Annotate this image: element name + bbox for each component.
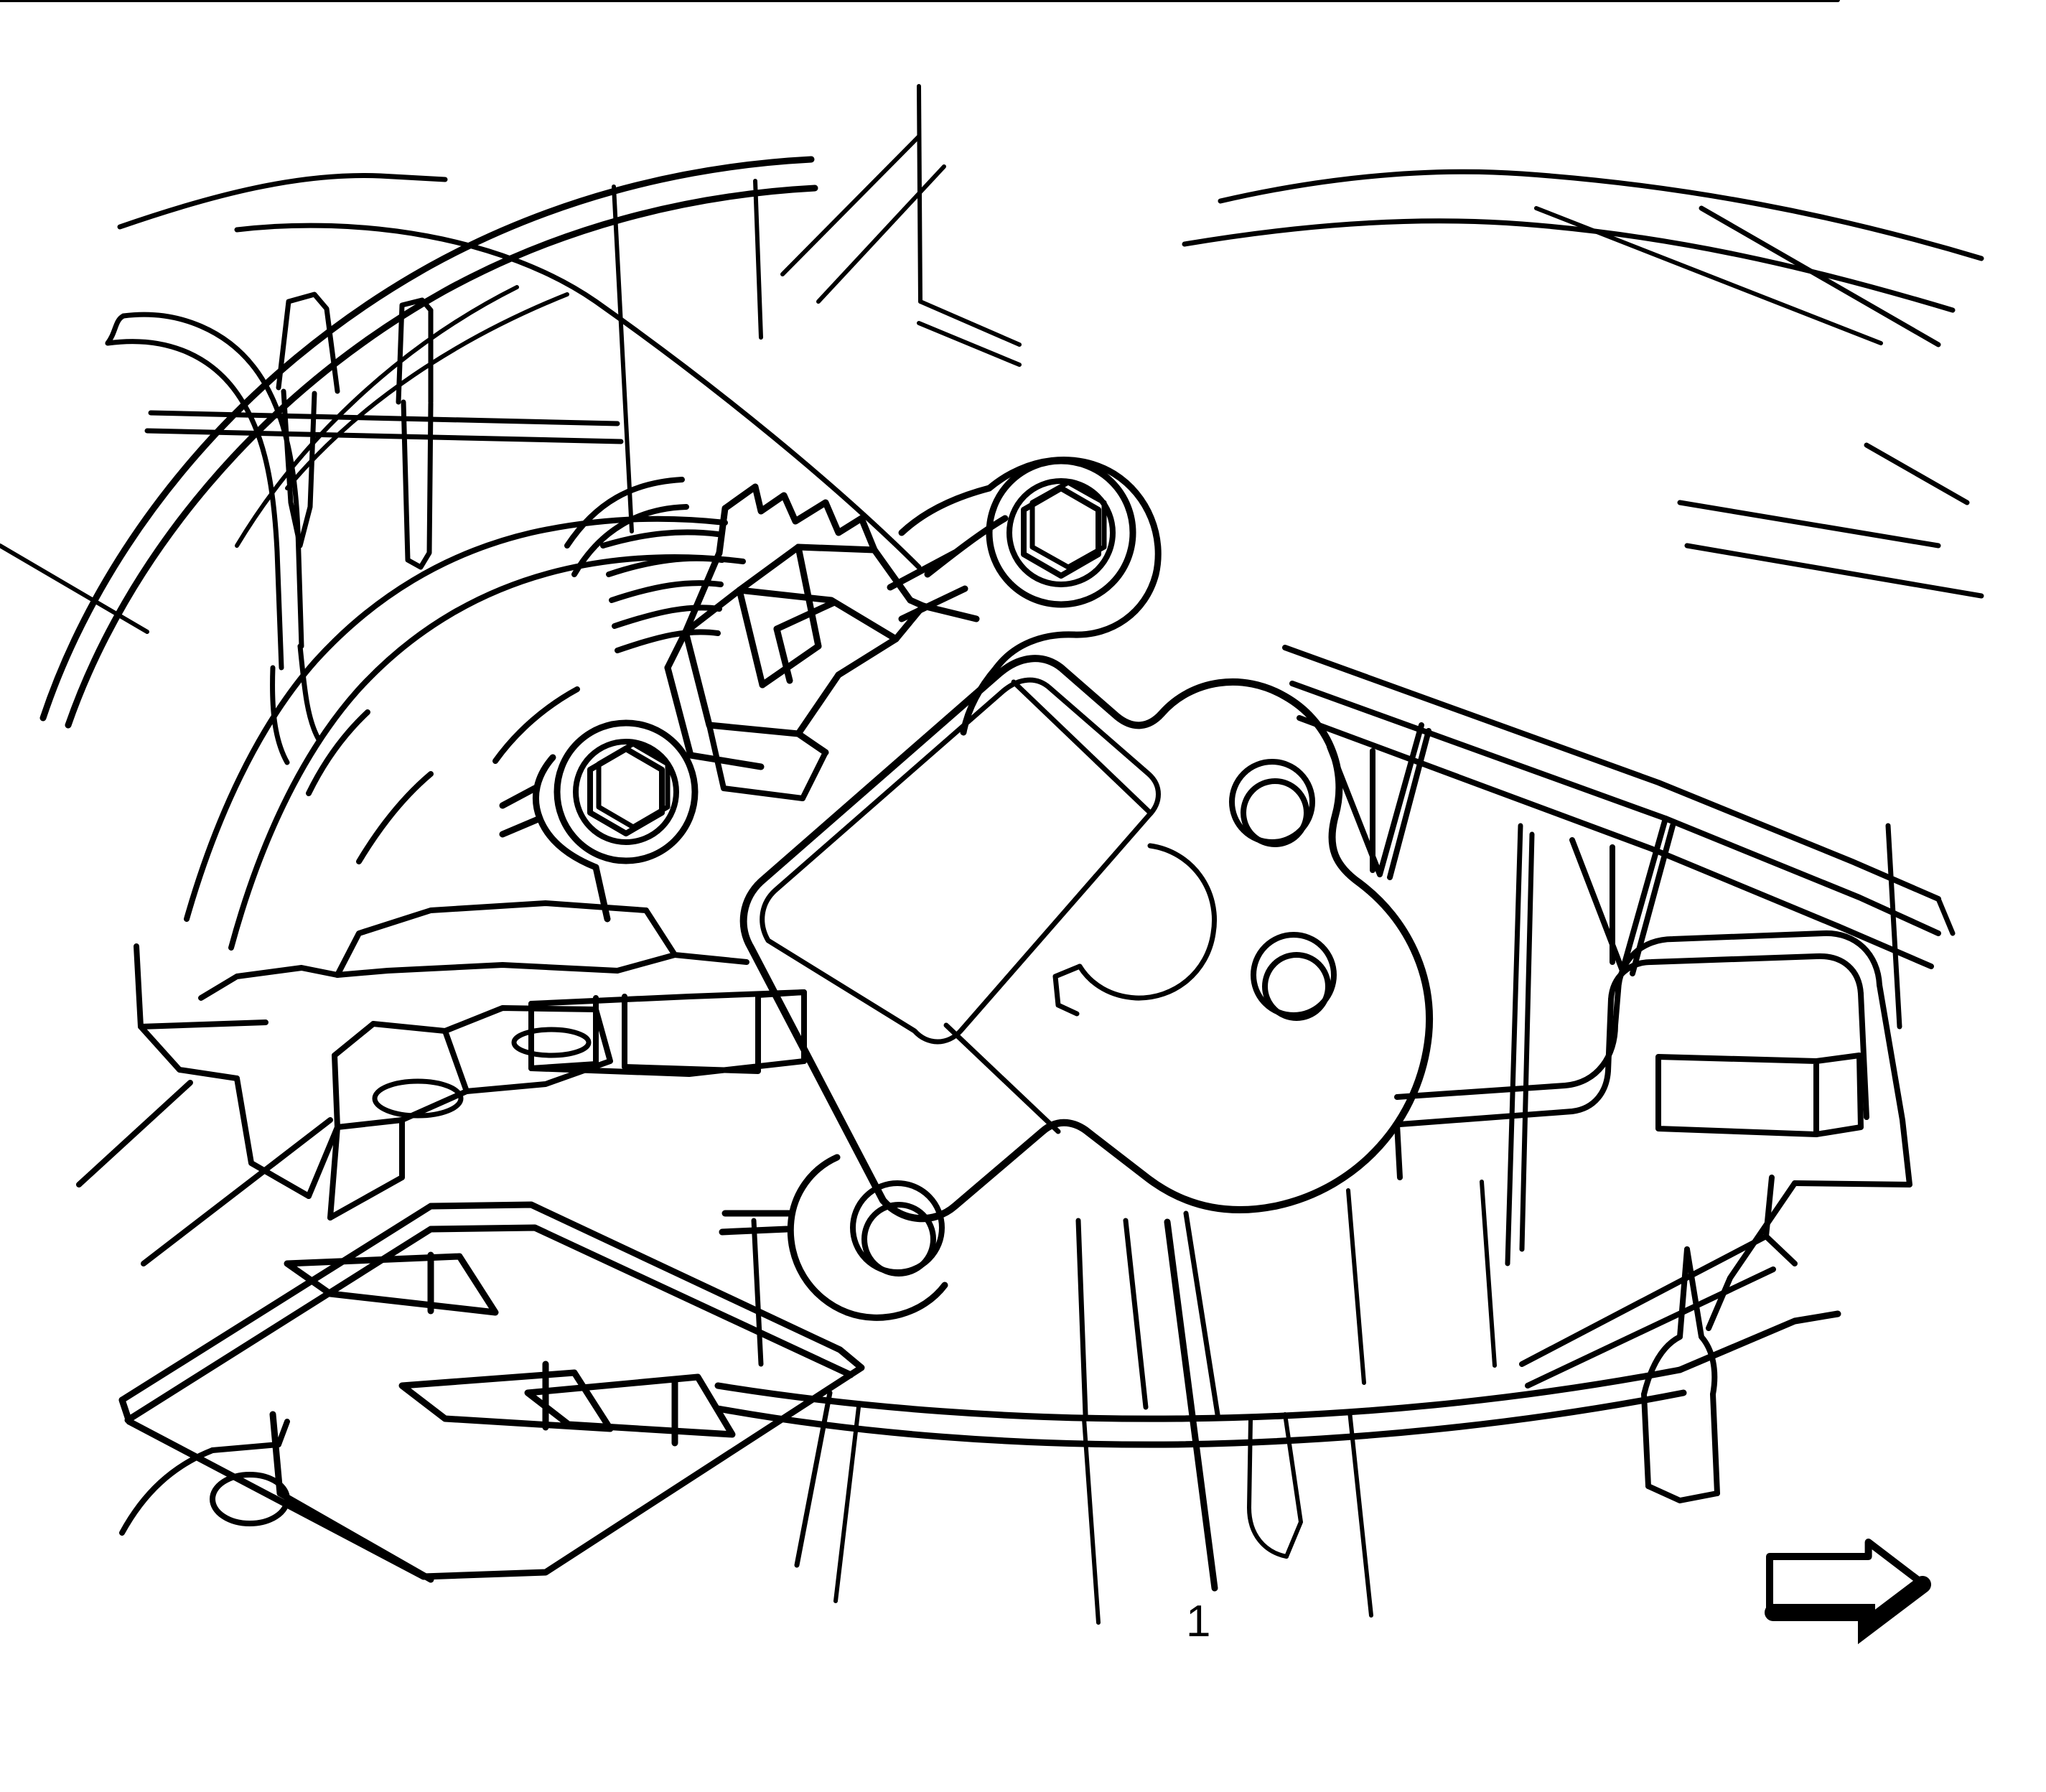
callout-1-label: 1: [1186, 1597, 1211, 1646]
lower-left-case-edge: [76, 1080, 333, 1536]
actuator-cam-crescent: [1052, 843, 1217, 1017]
duct-ribs-right: [1282, 645, 1941, 976]
electrical-connector: [664, 483, 980, 770]
actuator-cover-panel: [760, 677, 1161, 1134]
case-mid-structure: [134, 943, 613, 1221]
mounting-tab-lower-left: [719, 1154, 948, 1321]
drain-hole: [210, 1472, 290, 1526]
duct-arc-inner: [235, 285, 569, 548]
actuator-shaft: [1075, 1210, 1220, 1417]
hex-bolt-lower-left: [553, 719, 699, 864]
wire-harness: [184, 515, 746, 951]
duct-arc-upper-left: [39, 156, 818, 729]
case-lower-center: [714, 1310, 1841, 1448]
callout-1-leader: [1164, 1218, 1218, 1592]
mounting-boss-upper: [1229, 759, 1315, 847]
case-center-strut: [751, 1218, 833, 1568]
case-shelf: [198, 900, 749, 1001]
hex-bolt-upper-right: [986, 457, 1136, 608]
case-lower-ribs: [833, 1180, 1497, 1625]
heater-case-upper: [117, 169, 1984, 570]
case-upper-right-panel: [1677, 205, 1984, 599]
harness-retainer-clips: [144, 291, 624, 570]
connector-skirt: [706, 722, 828, 801]
actuator-body: [739, 655, 1433, 1223]
bolt-bracket-lower-left: [499, 754, 611, 923]
case-window-row: [528, 989, 807, 1077]
vent-grille-panel: [118, 1201, 865, 1583]
case-boss-right: [1519, 1175, 1798, 1503]
vacuum-hose: [105, 312, 322, 765]
mounting-boss-lower: [1251, 932, 1337, 1021]
connector-wires: [564, 477, 725, 653]
direction-arrow: [1765, 1539, 1931, 1645]
upper-edge-lines: [0, 0, 1883, 634]
case-right-edges: [1505, 823, 1956, 1266]
case-right-lower: [1394, 930, 1912, 1331]
